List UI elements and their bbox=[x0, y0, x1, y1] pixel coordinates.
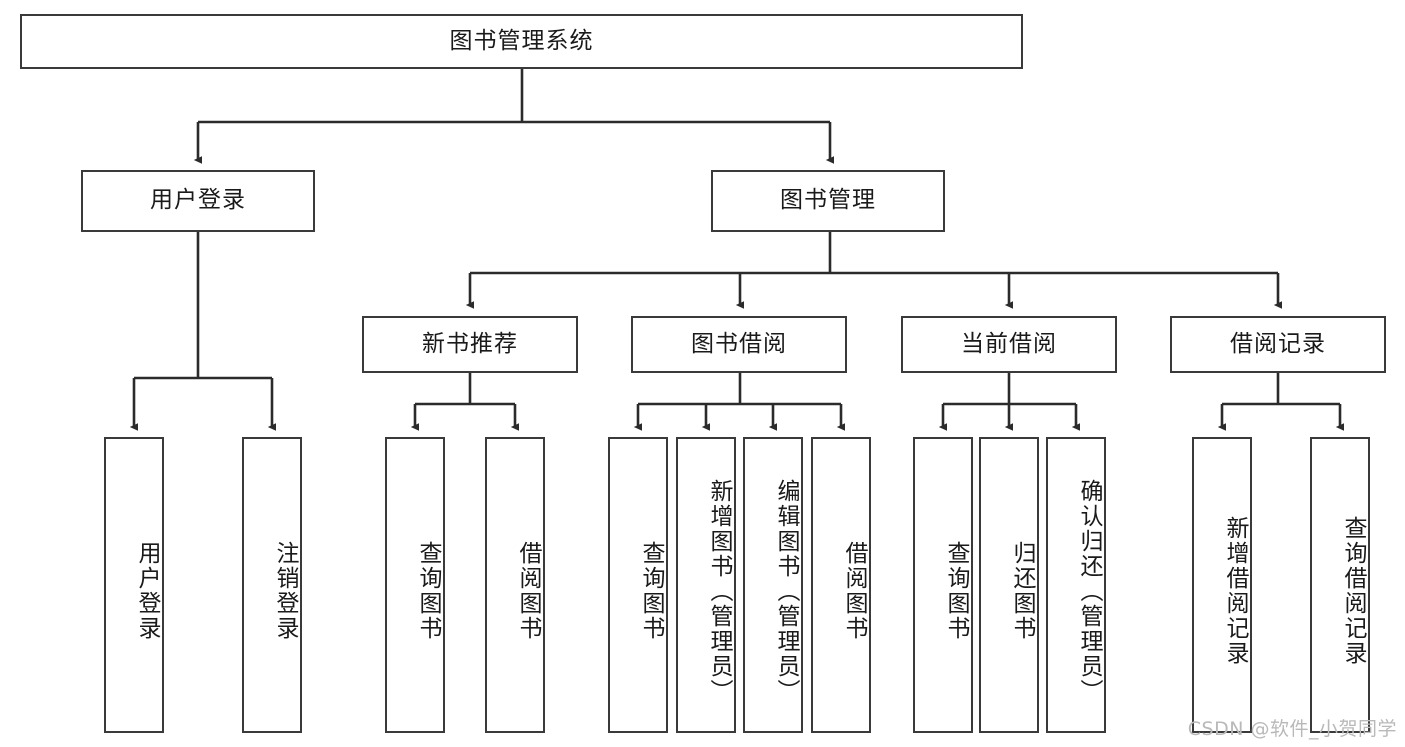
node-leaf-user-login[interactable]: 用户登录 bbox=[104, 437, 164, 733]
node-label: 编辑图书（管理员） bbox=[773, 478, 799, 704]
node-book-manage[interactable]: 图书管理 bbox=[711, 170, 945, 232]
node-label: 图书管理系统 bbox=[449, 27, 594, 54]
node-label: 查询图书 bbox=[415, 541, 441, 641]
node-label: 查询借阅记录 bbox=[1340, 516, 1366, 666]
node-new-book-recommend[interactable]: 新书推荐 bbox=[362, 316, 578, 373]
node-label: 新书推荐 bbox=[422, 330, 518, 357]
node-borrow-record[interactable]: 借阅记录 bbox=[1170, 316, 1386, 373]
node-label: 查询图书 bbox=[638, 541, 664, 641]
node-book-borrow[interactable]: 图书借阅 bbox=[631, 316, 847, 373]
node-label: 用户登录 bbox=[150, 187, 246, 214]
node-leaf-add-book[interactable]: 新增图书（管理员） bbox=[676, 437, 736, 733]
node-label: 新增借阅记录 bbox=[1222, 516, 1248, 666]
node-leaf-user-logout[interactable]: 注销登录 bbox=[242, 437, 302, 733]
node-leaf-query-book-current[interactable]: 查询图书 bbox=[913, 437, 973, 733]
node-leaf-confirm-return[interactable]: 确认归还（管理员） bbox=[1046, 437, 1106, 733]
node-leaf-borrow-book-recommend[interactable]: 借阅图书 bbox=[485, 437, 545, 733]
node-label: 图书借阅 bbox=[691, 330, 787, 357]
node-current-borrow[interactable]: 当前借阅 bbox=[901, 316, 1117, 373]
node-label: 借阅图书 bbox=[841, 541, 867, 641]
node-leaf-add-record[interactable]: 新增借阅记录 bbox=[1192, 437, 1252, 733]
node-leaf-query-book-borrow[interactable]: 查询图书 bbox=[608, 437, 668, 733]
node-label: 注销登录 bbox=[272, 541, 298, 641]
node-user-login[interactable]: 用户登录 bbox=[81, 170, 315, 232]
node-label: 图书管理 bbox=[780, 187, 876, 214]
node-root-system[interactable]: 图书管理系统 bbox=[20, 14, 1023, 69]
node-leaf-edit-book[interactable]: 编辑图书（管理员） bbox=[743, 437, 803, 733]
node-label: 归还图书 bbox=[1009, 541, 1035, 641]
node-label: 借阅记录 bbox=[1230, 330, 1326, 357]
node-label: 新增图书（管理员） bbox=[706, 478, 732, 704]
node-leaf-borrow-book[interactable]: 借阅图书 bbox=[811, 437, 871, 733]
node-label: 确认归还（管理员） bbox=[1076, 478, 1102, 704]
node-leaf-query-book-recommend[interactable]: 查询图书 bbox=[385, 437, 445, 733]
node-label: 当前借阅 bbox=[961, 330, 1057, 357]
watermark-text: CSDN @软件_小贺同学 bbox=[1187, 718, 1397, 740]
node-leaf-return-book[interactable]: 归还图书 bbox=[979, 437, 1039, 733]
node-leaf-query-record[interactable]: 查询借阅记录 bbox=[1310, 437, 1370, 733]
node-label: 查询图书 bbox=[943, 541, 969, 641]
node-label: 借阅图书 bbox=[515, 541, 541, 641]
node-label: 用户登录 bbox=[134, 541, 160, 641]
